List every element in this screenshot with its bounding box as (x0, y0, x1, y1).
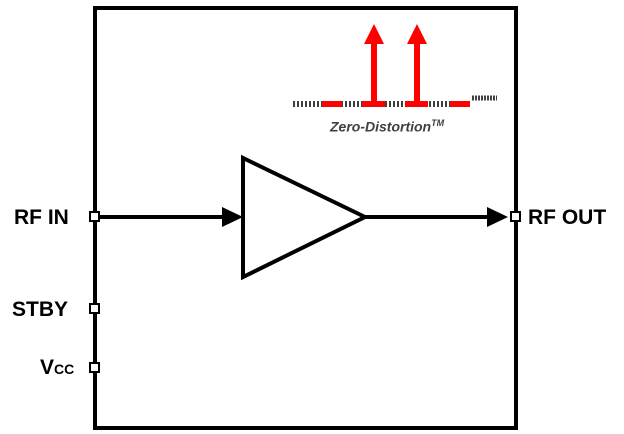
rf-out-pin (510, 211, 521, 222)
vcc-label: VCC (40, 356, 74, 380)
rf-in-pin (89, 211, 100, 222)
vcc-pin (89, 362, 100, 373)
trademark: TM (431, 118, 445, 128)
signal-tone-2 (407, 24, 427, 104)
caption-text: Zero-Distortion (330, 118, 432, 135)
vcc-main: V (40, 356, 55, 379)
rf-in-label: RF IN (14, 206, 69, 229)
stby-label: STBY (12, 298, 69, 321)
stby-pin (89, 303, 100, 314)
rf-out-label: RF OUT (528, 206, 607, 229)
signal-tone-1 (364, 24, 384, 104)
vcc-subscript: CC (54, 361, 75, 377)
zero-distortion-caption: Zero-DistortionTM (330, 118, 444, 135)
amplifier-triangle (241, 154, 370, 281)
input-arrow-icon (222, 207, 243, 227)
output-arrow-icon (487, 207, 508, 227)
noise-floor (293, 95, 497, 107)
